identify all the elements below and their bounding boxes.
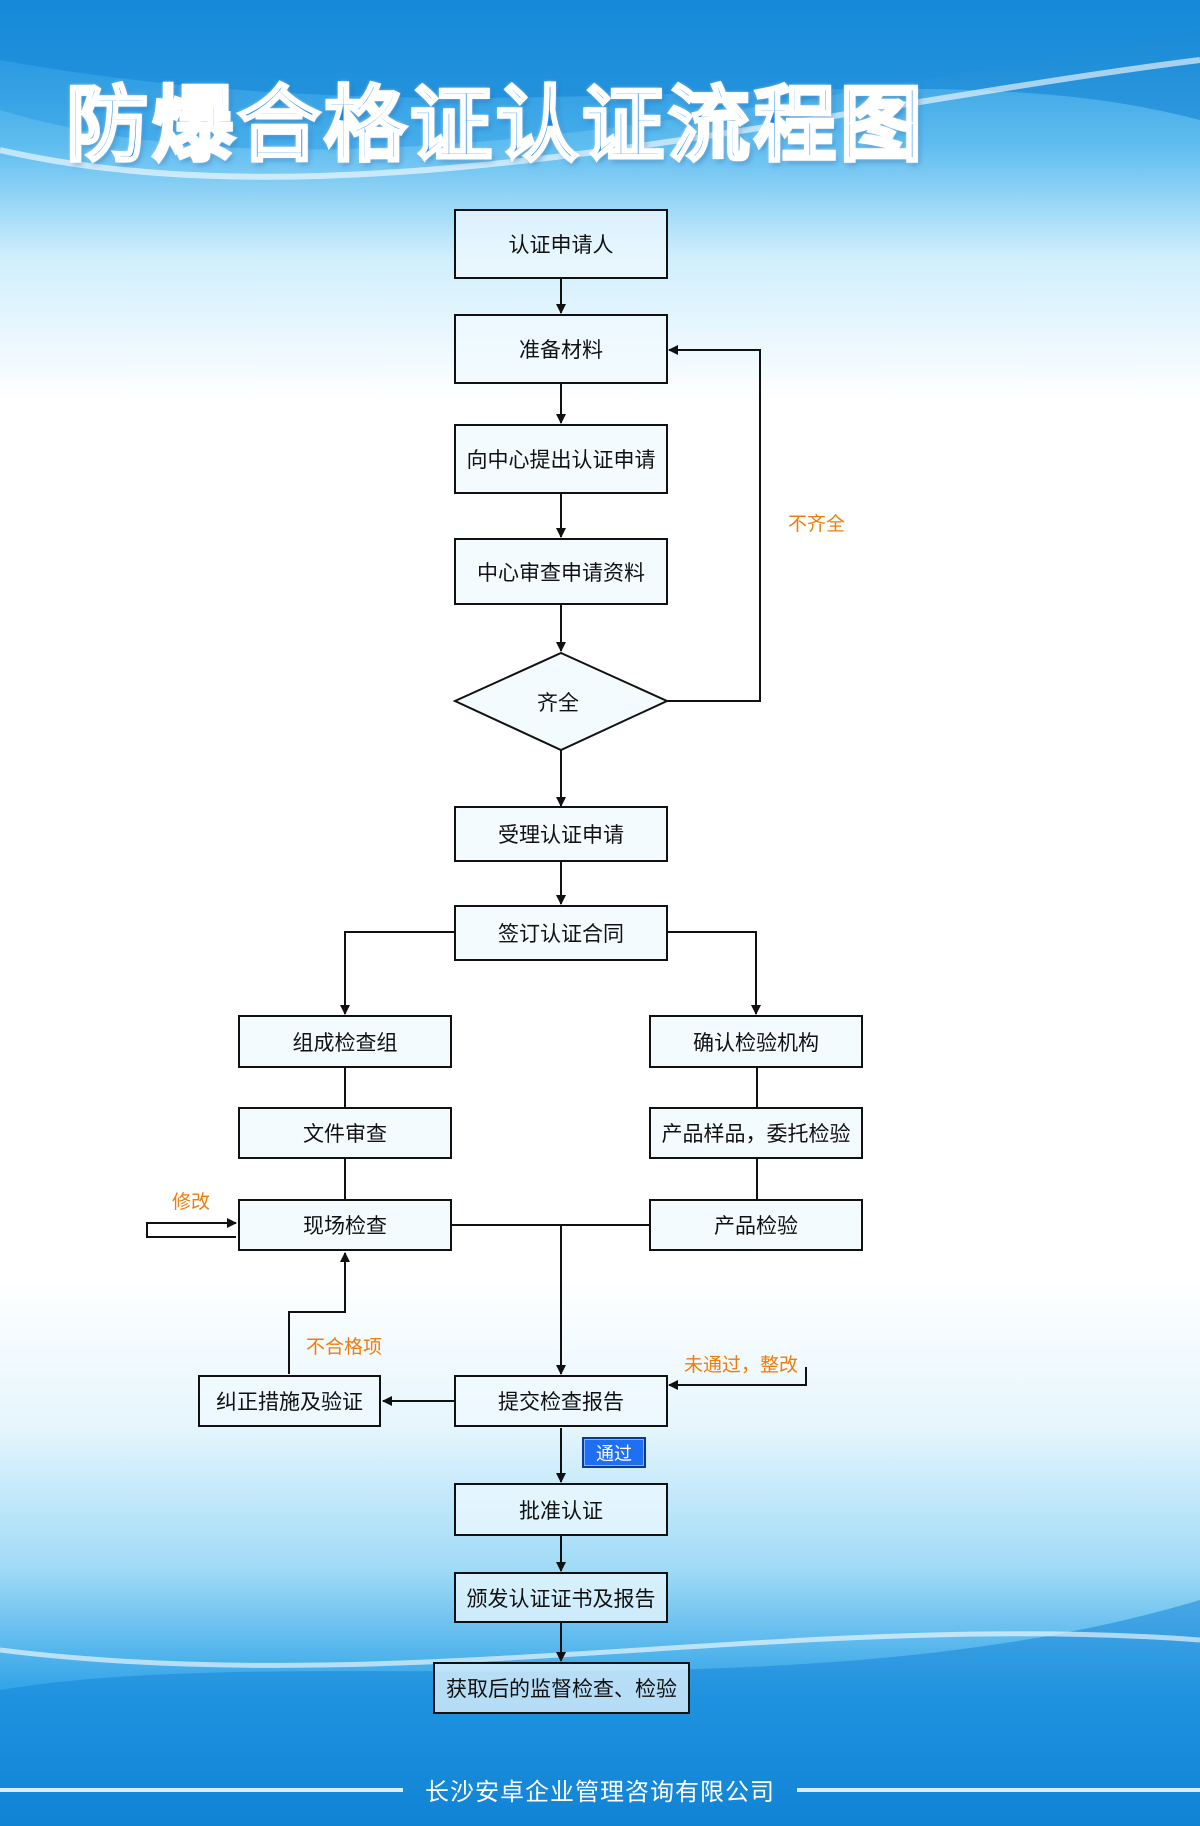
node-sign-contract: 签订认证合同 (454, 905, 668, 961)
decision-label: 齐全 (537, 691, 579, 715)
footer-line-right (797, 1787, 1200, 1792)
node-submit-application: 向中心提出认证申请 (454, 424, 668, 494)
node-prepare-materials: 准备材料 (454, 314, 668, 384)
node-confirm-lab: 确认检验机构 (649, 1015, 863, 1068)
label-not-passed: 未通过，整改 (684, 1354, 799, 1376)
label-modify: 修改 (172, 1191, 211, 1213)
node-approve: 批准认证 (454, 1483, 668, 1536)
node-review-materials: 中心审查申请资料 (454, 538, 668, 605)
label-incomplete: 不齐全 (788, 513, 846, 535)
node-doc-review: 文件审查 (238, 1107, 452, 1159)
footer: 长沙安卓企业管理咨询有限公司 (0, 1772, 1200, 1807)
node-applicant: 认证申请人 (454, 209, 668, 279)
label-nonconform: 不合格项 (306, 1336, 383, 1358)
node-onsite-check: 现场检查 (238, 1199, 452, 1251)
footer-line-left (0, 1787, 403, 1792)
node-product-test: 产品检验 (649, 1199, 863, 1251)
node-submit-report: 提交检查报告 (454, 1375, 668, 1427)
node-sample-entrust: 产品样品，委托检验 (649, 1107, 863, 1159)
footer-company: 长沙安卓企业管理咨询有限公司 (425, 1778, 775, 1806)
node-corrective-action: 纠正措施及验证 (198, 1375, 381, 1427)
badge-passed: 通过 (582, 1437, 646, 1468)
node-form-team: 组成检查组 (238, 1015, 452, 1068)
page-title: 防爆合格证认证流程图 (64, 77, 927, 175)
node-supervision: 获取后的监督检查、检验 (433, 1662, 690, 1714)
node-issue-certificate: 颁发认证证书及报告 (454, 1572, 668, 1623)
decision-diamond (452, 651, 670, 752)
node-accept-application: 受理认证申请 (454, 806, 668, 862)
